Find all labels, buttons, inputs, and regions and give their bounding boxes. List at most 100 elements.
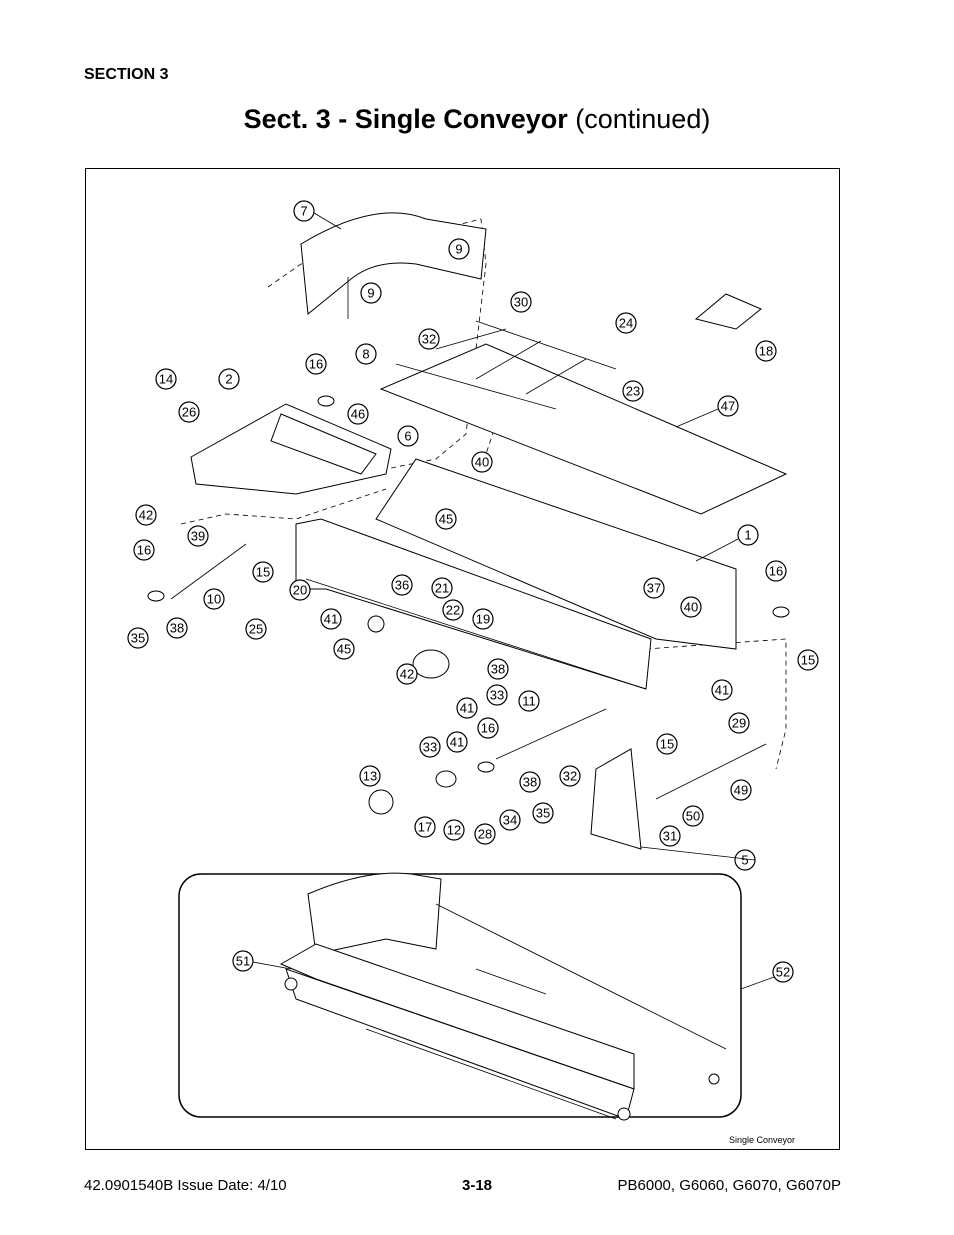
- callout-40b: 40: [680, 596, 702, 618]
- callout-42a: 42: [135, 504, 157, 526]
- callout-8: 8: [355, 343, 377, 365]
- svg-text:30: 30: [514, 295, 528, 310]
- svg-text:16: 16: [769, 564, 783, 579]
- callout-13: 13: [359, 765, 381, 787]
- figure-caption: Single Conveyor: [728, 1135, 795, 1145]
- svg-text:45: 45: [337, 642, 351, 657]
- callout-41a: 41: [320, 608, 342, 630]
- callout-35a: 35: [127, 627, 149, 649]
- callout-38a: 38: [166, 617, 188, 639]
- svg-text:33: 33: [490, 688, 504, 703]
- callout-15c: 15: [656, 733, 678, 755]
- svg-text:19: 19: [476, 612, 490, 627]
- callout-16b: 16: [133, 539, 155, 561]
- callout-18: 18: [755, 340, 777, 362]
- svg-text:10: 10: [207, 592, 221, 607]
- svg-text:33: 33: [423, 740, 437, 755]
- svg-text:32: 32: [563, 769, 577, 784]
- callout-14: 14: [155, 368, 177, 390]
- svg-text:9: 9: [367, 286, 374, 301]
- svg-text:15: 15: [801, 653, 815, 668]
- svg-text:34: 34: [503, 813, 517, 828]
- svg-text:38: 38: [491, 662, 505, 677]
- callout-41b: 41: [456, 697, 478, 719]
- callout-33a: 33: [486, 684, 508, 706]
- svg-text:38: 38: [523, 775, 537, 790]
- model-list: PB6000, G6060, G6070, G6070P: [617, 1177, 842, 1194]
- callout-31: 31: [659, 825, 681, 847]
- callout-24: 24: [615, 312, 637, 334]
- svg-text:41: 41: [324, 612, 338, 627]
- page-number: 3-18: [461, 1177, 493, 1194]
- svg-text:13: 13: [363, 769, 377, 784]
- callout-52: 52: [772, 961, 794, 983]
- callout-11: 11: [518, 690, 540, 712]
- callout-28: 28: [474, 823, 496, 845]
- svg-text:2: 2: [225, 372, 232, 387]
- callout-37: 37: [643, 577, 665, 599]
- callout-15a: 15: [252, 561, 274, 583]
- svg-text:31: 31: [663, 829, 677, 844]
- svg-text:45: 45: [439, 512, 453, 527]
- callout-32b: 32: [559, 765, 581, 787]
- svg-text:37: 37: [647, 581, 661, 596]
- callout-49: 49: [730, 779, 752, 801]
- svg-text:25: 25: [249, 622, 263, 637]
- conveyor-drawing: 7 9 9 30 32 8 24 18 23 16 14 2 26 46 6 4…: [127, 200, 819, 1121]
- svg-text:41: 41: [460, 701, 474, 716]
- svg-text:17: 17: [418, 820, 432, 835]
- callout-40a: 40: [471, 451, 493, 473]
- callout-41c: 41: [711, 679, 733, 701]
- svg-text:47: 47: [721, 399, 735, 414]
- callout-20: 20: [289, 579, 311, 601]
- svg-text:8: 8: [362, 347, 369, 362]
- callout-23: 23: [622, 380, 644, 402]
- callout-12: 12: [443, 819, 465, 841]
- callout-46: 46: [347, 403, 369, 425]
- callout-9b: 9: [360, 282, 382, 304]
- svg-text:14: 14: [159, 372, 173, 387]
- svg-text:49: 49: [734, 783, 748, 798]
- svg-text:6: 6: [404, 429, 411, 444]
- callout-51: 51: [232, 950, 254, 972]
- svg-text:41: 41: [450, 735, 464, 750]
- svg-text:51: 51: [236, 954, 250, 969]
- svg-text:35: 35: [536, 806, 550, 821]
- callout-1: 1: [737, 524, 759, 546]
- svg-text:16: 16: [481, 721, 495, 736]
- callout-32a: 32: [418, 328, 440, 350]
- svg-text:40: 40: [684, 600, 698, 615]
- callout-50: 50: [682, 805, 704, 827]
- callout-17: 17: [414, 816, 436, 838]
- callout-35b: 35: [532, 802, 554, 824]
- svg-text:38: 38: [170, 621, 184, 636]
- callout-47: 47: [717, 395, 739, 417]
- svg-text:21: 21: [435, 581, 449, 596]
- svg-text:1: 1: [744, 528, 751, 543]
- callout-26: 26: [178, 401, 200, 423]
- callout-7: 7: [293, 200, 315, 222]
- callout-9a: 9: [448, 238, 470, 260]
- callout-15b: 15: [797, 649, 819, 671]
- callout-39: 39: [187, 525, 209, 547]
- svg-text:39: 39: [191, 529, 205, 544]
- svg-text:26: 26: [182, 405, 196, 420]
- svg-text:24: 24: [619, 316, 633, 331]
- svg-text:29: 29: [732, 716, 746, 731]
- svg-text:28: 28: [478, 827, 492, 842]
- svg-text:11: 11: [522, 694, 536, 709]
- svg-text:16: 16: [309, 357, 323, 372]
- callout-19: 19: [472, 608, 494, 630]
- svg-text:41: 41: [715, 683, 729, 698]
- svg-text:9: 9: [455, 242, 462, 257]
- svg-text:22: 22: [446, 603, 460, 618]
- callout-42b: 42: [396, 663, 418, 685]
- callout-29: 29: [728, 712, 750, 734]
- svg-text:35: 35: [131, 631, 145, 646]
- svg-text:15: 15: [256, 565, 270, 580]
- svg-text:16: 16: [137, 543, 151, 558]
- callout-30: 30: [510, 291, 532, 313]
- svg-text:46: 46: [351, 407, 365, 422]
- callout-16a: 16: [305, 353, 327, 375]
- callout-6: 6: [397, 425, 419, 447]
